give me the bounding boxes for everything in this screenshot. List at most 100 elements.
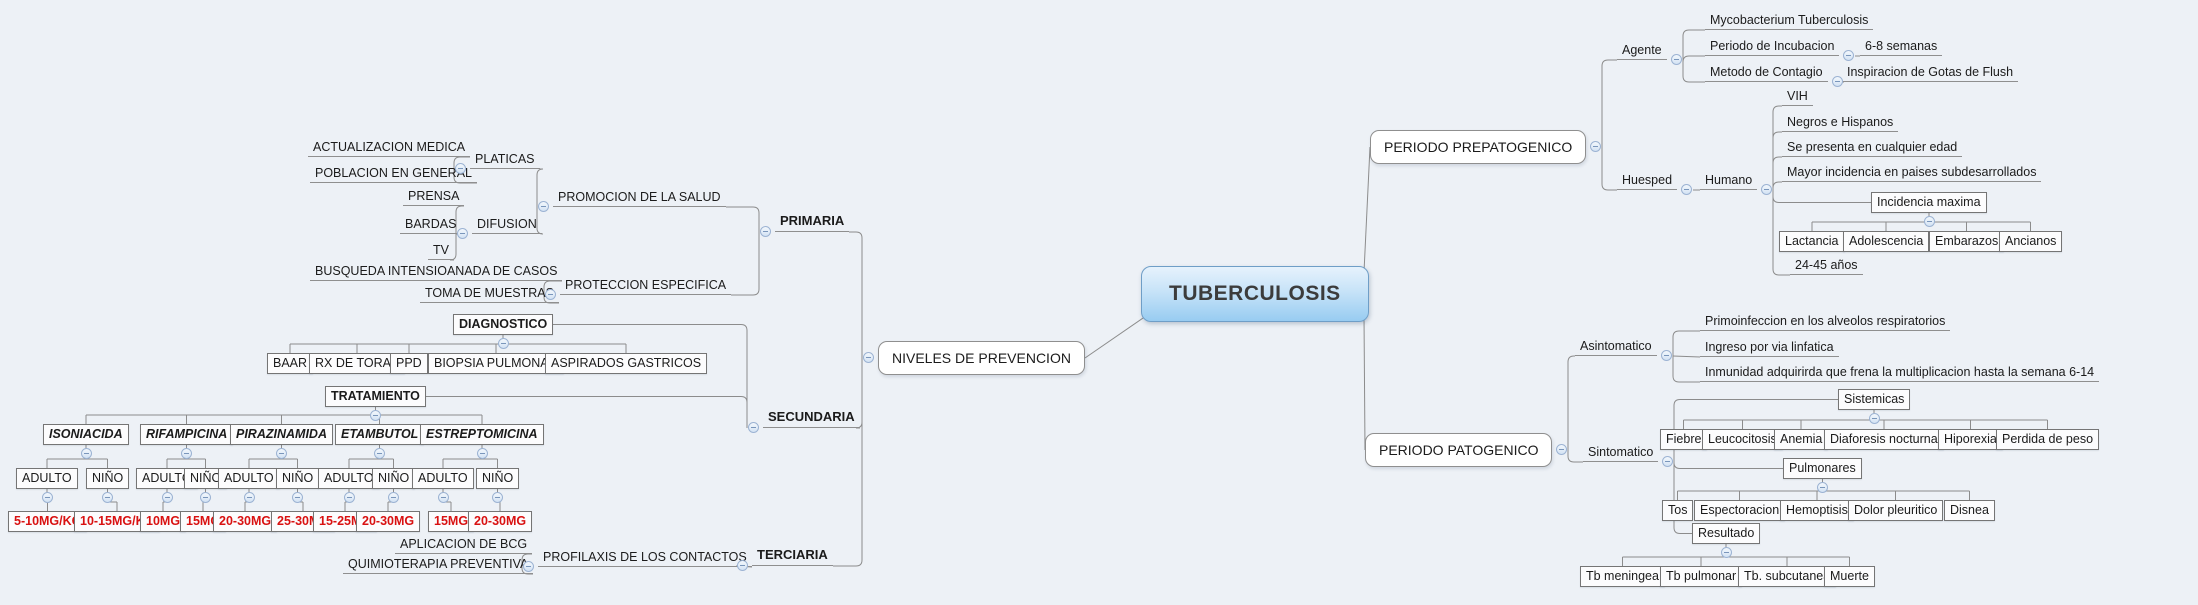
node-leucocitosis[interactable]: Leucocitosis [1702,429,1783,451]
node-humano[interactable]: Humano [1700,172,1758,191]
collapse-icon[interactable] [497,338,509,349]
node-etambutol-nino[interactable]: NIÑO [372,468,416,490]
node-poblacion-en-general[interactable]: POBLACION EN GENERAL [310,165,477,184]
node-bardas[interactable]: BARDAS [400,216,462,235]
node-quimioterapia-preventiva[interactable]: QUIMIOTERAPIA PREVENTIVA [343,556,534,575]
collapse-icon[interactable] [748,422,759,433]
collapse-icon[interactable] [1671,54,1682,65]
node-disnea[interactable]: Disnea [1944,500,1995,522]
node-mayor-incidencia[interactable]: Mayor incidencia en paises subdesarrolla… [1782,164,2042,183]
node-dose-estreptomicina-adulto[interactable]: 15MG [428,511,475,533]
node-isoniacida-adulto[interactable]: ADULTO [16,468,78,490]
node-prensa[interactable]: PRENSA [403,188,465,207]
node-pulmonares[interactable]: Pulmonares [1783,458,1862,480]
node-biopsia-pulmonar[interactable]: BIOPSIA PULMONAR [428,353,564,375]
node-anos-24-45[interactable]: 24-45 años [1790,257,1863,276]
collapse-icon[interactable] [161,492,173,503]
node-primaria[interactable]: PRIMARIA [775,213,850,232]
collapse-icon[interactable] [1590,141,1601,152]
node-sistemicas[interactable]: Sistemicas [1838,389,1911,411]
node-dose-isoniacida-nino[interactable]: 10-15MG/KG [74,511,161,533]
node-embarazos[interactable]: Embarazos [1929,231,2005,253]
node-rifampicina-nino[interactable]: NIÑO [184,468,228,490]
node-tuberculosis[interactable]: TUBERCULOSIS [1141,266,1369,323]
node-platicas[interactable]: PLATICAS [470,151,540,170]
collapse-icon[interactable] [1662,456,1673,467]
node-tb-subcutanea[interactable]: Tb. subcutanea [1738,566,1837,588]
node-semanas-6-8[interactable]: 6-8 semanas [1860,38,1943,57]
node-tos[interactable]: Tos [1662,500,1694,522]
node-baar[interactable]: BAAR [267,353,314,375]
collapse-icon[interactable] [1923,216,1935,227]
collapse-icon[interactable] [343,492,355,503]
collapse-icon[interactable] [80,448,92,459]
collapse-icon[interactable] [370,410,381,421]
collapse-icon[interactable] [455,163,466,174]
collapse-icon[interactable] [492,492,503,503]
node-etambutol-adulto[interactable]: ADULTO [318,468,380,490]
node-resultado[interactable]: Resultado [1692,523,1761,545]
node-periodo-de-incubacion[interactable]: Periodo de Incubacion [1705,38,1840,57]
node-adolescencia[interactable]: Adolescencia [1843,231,1930,253]
node-espectoracion[interactable]: Espectoracion [1694,500,1786,522]
node-pirazinamida-nino[interactable]: NIÑO [276,468,320,490]
node-dose-isoniacida-adulto[interactable]: 5-10MG/KG [8,511,88,533]
node-rifampicina-adulto[interactable]: ADULTO [136,468,198,490]
node-incidencia-maxima[interactable]: Incidencia maxima [1871,192,1987,214]
collapse-icon[interactable] [243,492,255,503]
collapse-icon[interactable] [200,492,211,503]
node-dose-rifampicina-adulto[interactable]: 10MG [140,511,187,533]
node-isoniacida-nino[interactable]: NIÑO [86,468,130,490]
node-agente[interactable]: Agente [1617,42,1667,61]
collapse-icon[interactable] [1868,413,1880,424]
node-diaforesis-nocturna[interactable]: Diaforesis nocturna [1824,429,1944,451]
collapse-icon[interactable] [457,228,468,239]
node-difusion[interactable]: DIFUSION [472,216,542,235]
collapse-icon[interactable] [1832,76,1843,87]
node-negros-e-hispanos[interactable]: Negros e Hispanos [1782,114,1899,133]
collapse-icon[interactable] [476,448,488,459]
node-sintomatico[interactable]: Sintomatico [1583,444,1659,463]
collapse-icon[interactable] [437,492,449,503]
node-rifampicina[interactable]: RIFAMPICINA [140,424,234,446]
node-dolor-pleuritico[interactable]: Dolor pleuritico [1848,500,1944,522]
node-estreptomicina[interactable]: ESTREPTOMICINA [420,424,544,446]
collapse-icon[interactable] [181,448,192,459]
node-tratamiento[interactable]: TRATAMIENTO [325,386,426,408]
node-isoniacida[interactable]: ISONIACIDA [43,424,129,446]
collapse-icon[interactable] [1843,50,1854,61]
collapse-icon[interactable] [292,492,303,503]
node-inmunidad-adquirida[interactable]: Inmunidad adquirirda que frena la multip… [1700,364,2100,383]
node-perdida-de-peso[interactable]: Perdida de peso [1996,429,2100,451]
node-profilaxis-contactos[interactable]: PROFILAXIS DE LOS CONTACTOS [538,549,752,568]
collapse-icon[interactable] [388,492,399,503]
node-ancianos[interactable]: Ancianos [1999,231,2063,253]
collapse-icon[interactable] [545,289,556,300]
node-terciaria[interactable]: TERCIARIA [752,547,833,566]
node-mycobacterium[interactable]: Mycobacterium Tuberculosis [1705,12,1874,31]
node-metodo-de-contagio[interactable]: Metodo de Contagio [1705,64,1828,83]
node-inspiracion-gotas[interactable]: Inspiracion de Gotas de Flush [1842,64,2019,83]
node-se-presenta[interactable]: Se presenta en cualquier edad [1782,139,1963,158]
node-pirazinamida[interactable]: PIRAZINAMIDA [230,424,333,446]
collapse-icon[interactable] [41,492,53,503]
collapse-icon[interactable] [863,352,874,363]
node-periodo-prepatogenico[interactable]: PERIODO PREPATOGENICO [1370,130,1587,165]
node-proteccion-especifica[interactable]: PROTECCION ESPECIFICA [560,277,732,296]
node-periodo-patogenico[interactable]: PERIODO PATOGENICO [1365,433,1553,468]
node-niveles-de-prevencion[interactable]: NIVELES DE PREVENCION [878,341,1085,376]
node-ppd[interactable]: PPD [390,353,428,375]
node-hiporexia[interactable]: Hiporexia [1938,429,2003,451]
collapse-icon[interactable] [374,448,385,459]
collapse-icon[interactable] [102,492,113,503]
node-tv[interactable]: TV [428,242,454,261]
collapse-icon[interactable] [1720,547,1732,558]
node-aplicacion-de-bcg[interactable]: APLICACION DE BCG [395,536,533,555]
node-primoinfeccion[interactable]: Primoinfeccion en los alveolos respirato… [1700,313,1951,332]
node-busqueda-intensioanada[interactable]: BUSQUEDA INTENSIOANADA DE CASOS [310,263,563,282]
collapse-icon[interactable] [538,201,549,212]
collapse-icon[interactable] [1556,444,1567,455]
node-asintomatico[interactable]: Asintomatico [1575,338,1657,357]
collapse-icon[interactable] [1661,350,1672,361]
node-actualizacion-medica[interactable]: ACTUALIZACION MEDICA [308,139,471,158]
